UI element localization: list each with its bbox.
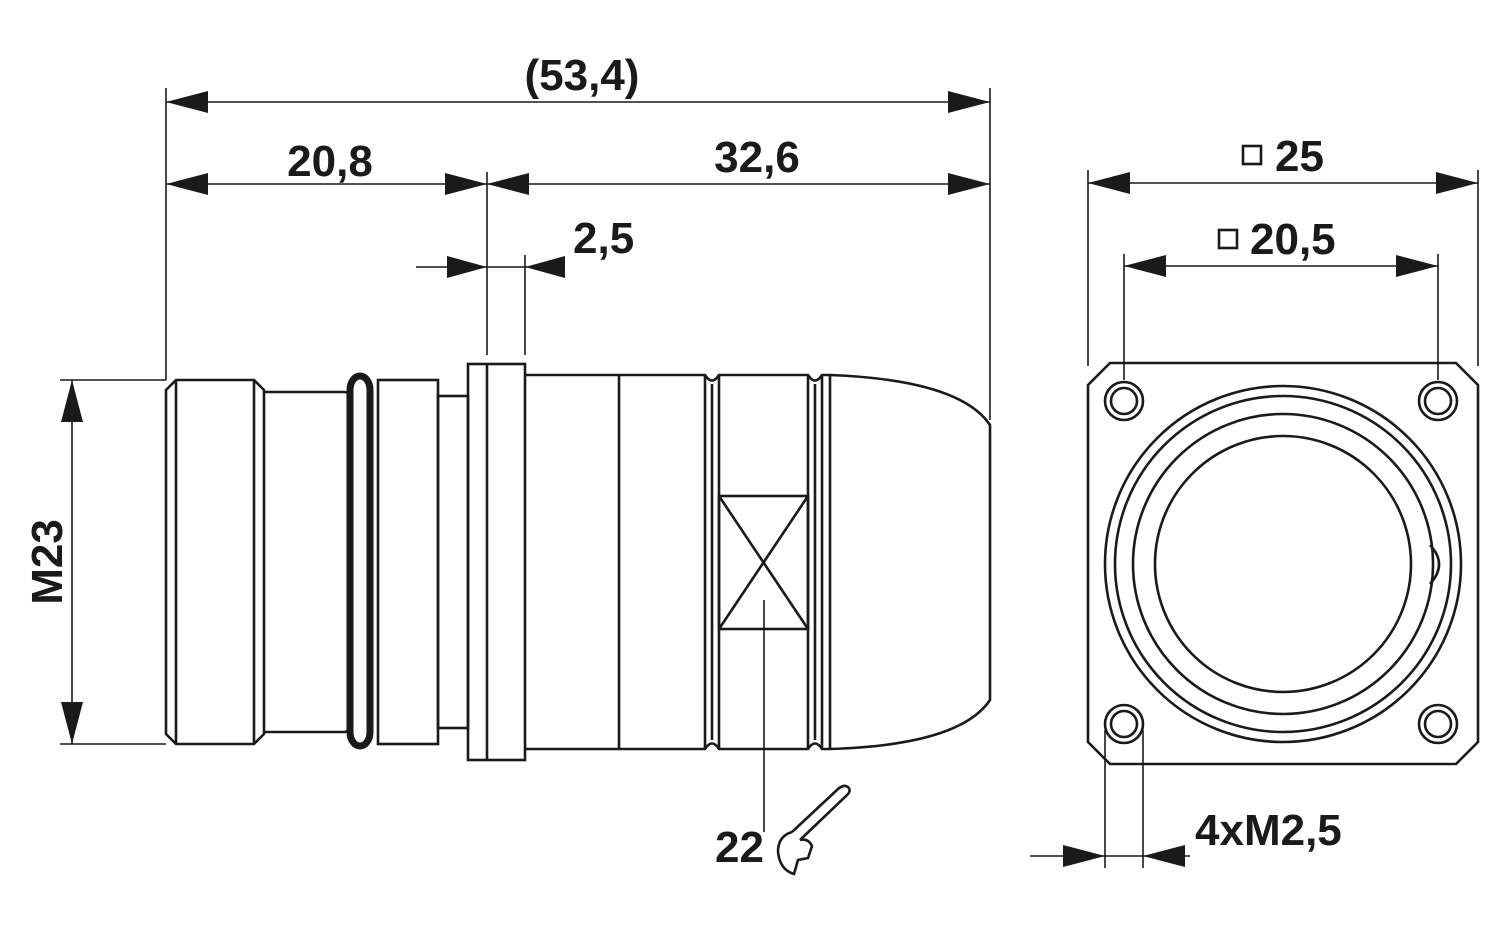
dimension-overall-length: (53,4)	[165, 51, 991, 420]
square-icon	[1217, 228, 1239, 250]
dimension-front-length: 20,8	[166, 137, 487, 195]
dimension-flange-thickness: 2,5	[416, 214, 634, 355]
mounting-holes-label: 4xM2,5	[1195, 806, 1342, 855]
wrench-icon	[776, 784, 851, 876]
dimension-thread: M23	[23, 379, 166, 745]
mounting-hole	[1103, 703, 1145, 745]
flange-thickness-label: 2,5	[573, 214, 634, 263]
wrench-size-label: 22	[715, 823, 764, 872]
thread-label: M23	[23, 519, 72, 605]
connector-side-view	[164, 362, 992, 762]
dimension-rear-length: 32,6	[486, 133, 990, 355]
hole-spacing-label: 20,5	[1250, 215, 1336, 264]
rear-length-label: 32,6	[714, 133, 800, 182]
dimension-mounting-holes: 4xM2,5	[1030, 730, 1342, 868]
mounting-hole	[1103, 380, 1145, 422]
front-length-label: 20,8	[287, 137, 373, 186]
dimension-hole-spacing: 20,5	[1123, 215, 1439, 380]
connector-front-view	[1086, 361, 1480, 766]
overall-length-label: (53,4)	[525, 51, 640, 100]
wrench-callout: 22	[715, 600, 851, 876]
dimension-flange-square: 25	[1087, 132, 1479, 366]
square-icon	[1241, 144, 1263, 166]
flange-square-label: 25	[1275, 132, 1324, 181]
mounting-hole	[1417, 380, 1459, 422]
mounting-hole	[1417, 703, 1459, 745]
